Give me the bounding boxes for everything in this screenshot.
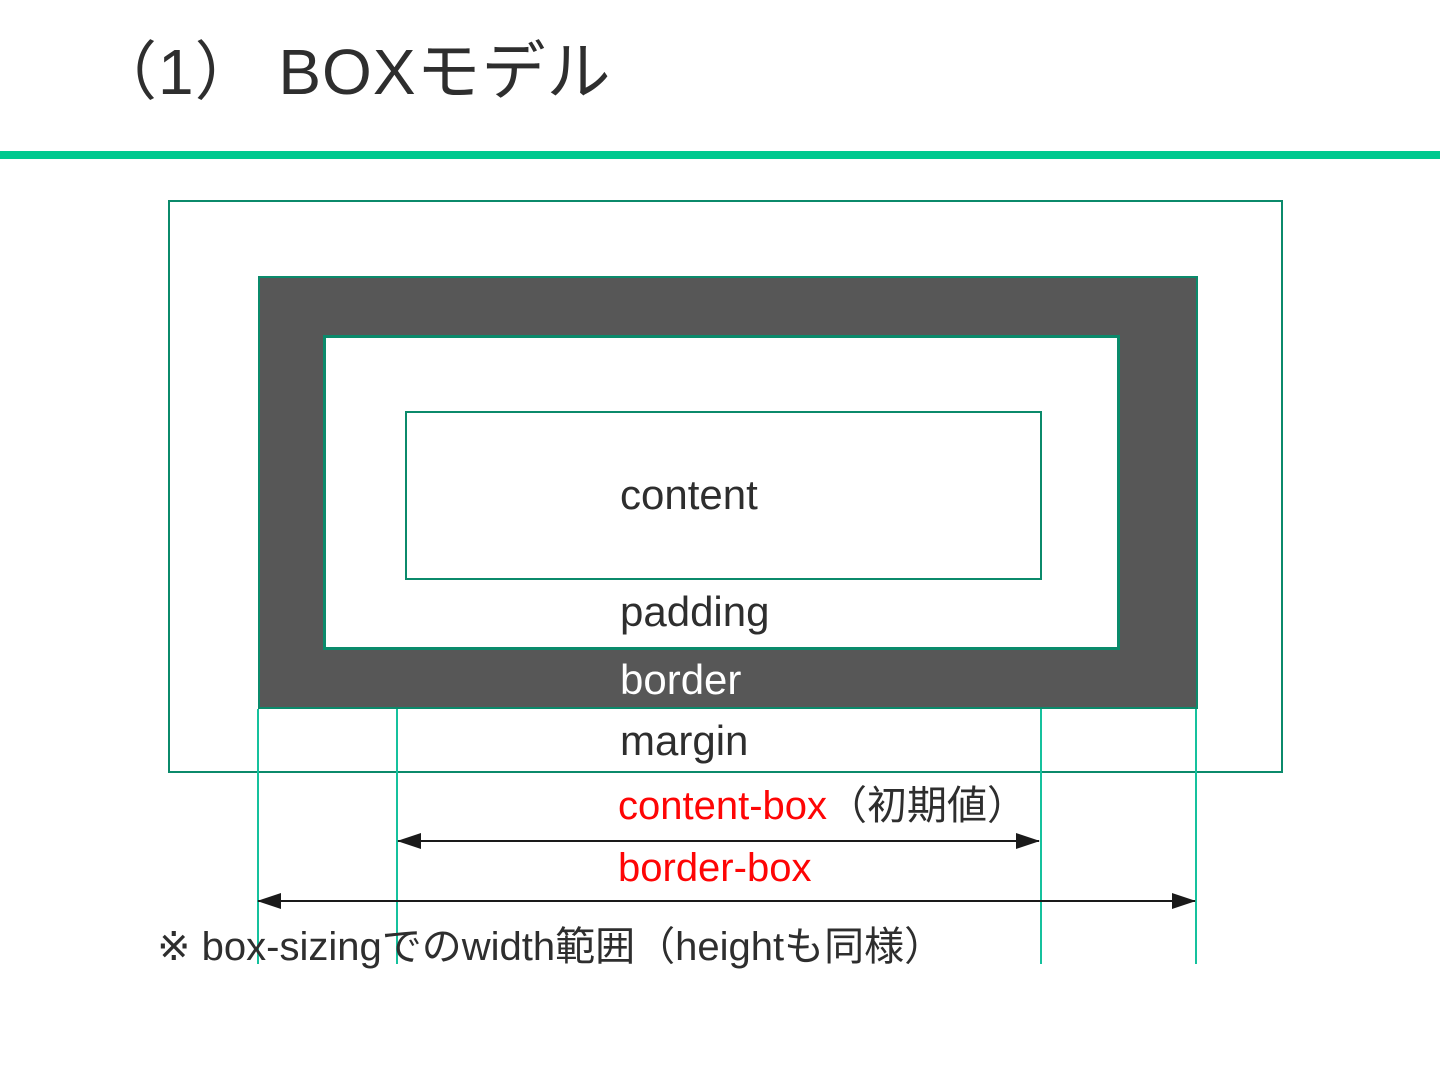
content-box-rect [405, 411, 1042, 580]
border-box-annotation: border-box [618, 846, 812, 890]
content-box-annotation-note: （初期値） [827, 784, 1028, 828]
content-box-annotation: content-box（初期値） [618, 784, 1027, 828]
border-label: border [620, 656, 742, 703]
content-label: content [620, 471, 758, 518]
margin-label: margin [620, 717, 749, 764]
content-box-width-arrow [397, 833, 1040, 849]
guide-line-border-left [257, 709, 259, 964]
padding-label: padding [620, 588, 770, 635]
guide-line-content-right [1040, 709, 1042, 964]
border-box-width-arrow [257, 893, 1196, 909]
content-box-annotation-label: content-box [618, 784, 828, 828]
guide-line-border-right [1195, 709, 1197, 964]
page-title: （1） BOXモデル [93, 36, 612, 108]
title-underline [0, 151, 1440, 159]
box-sizing-footnote: ※ box-sizingでのwidth範囲（heightも同様） [157, 925, 945, 969]
